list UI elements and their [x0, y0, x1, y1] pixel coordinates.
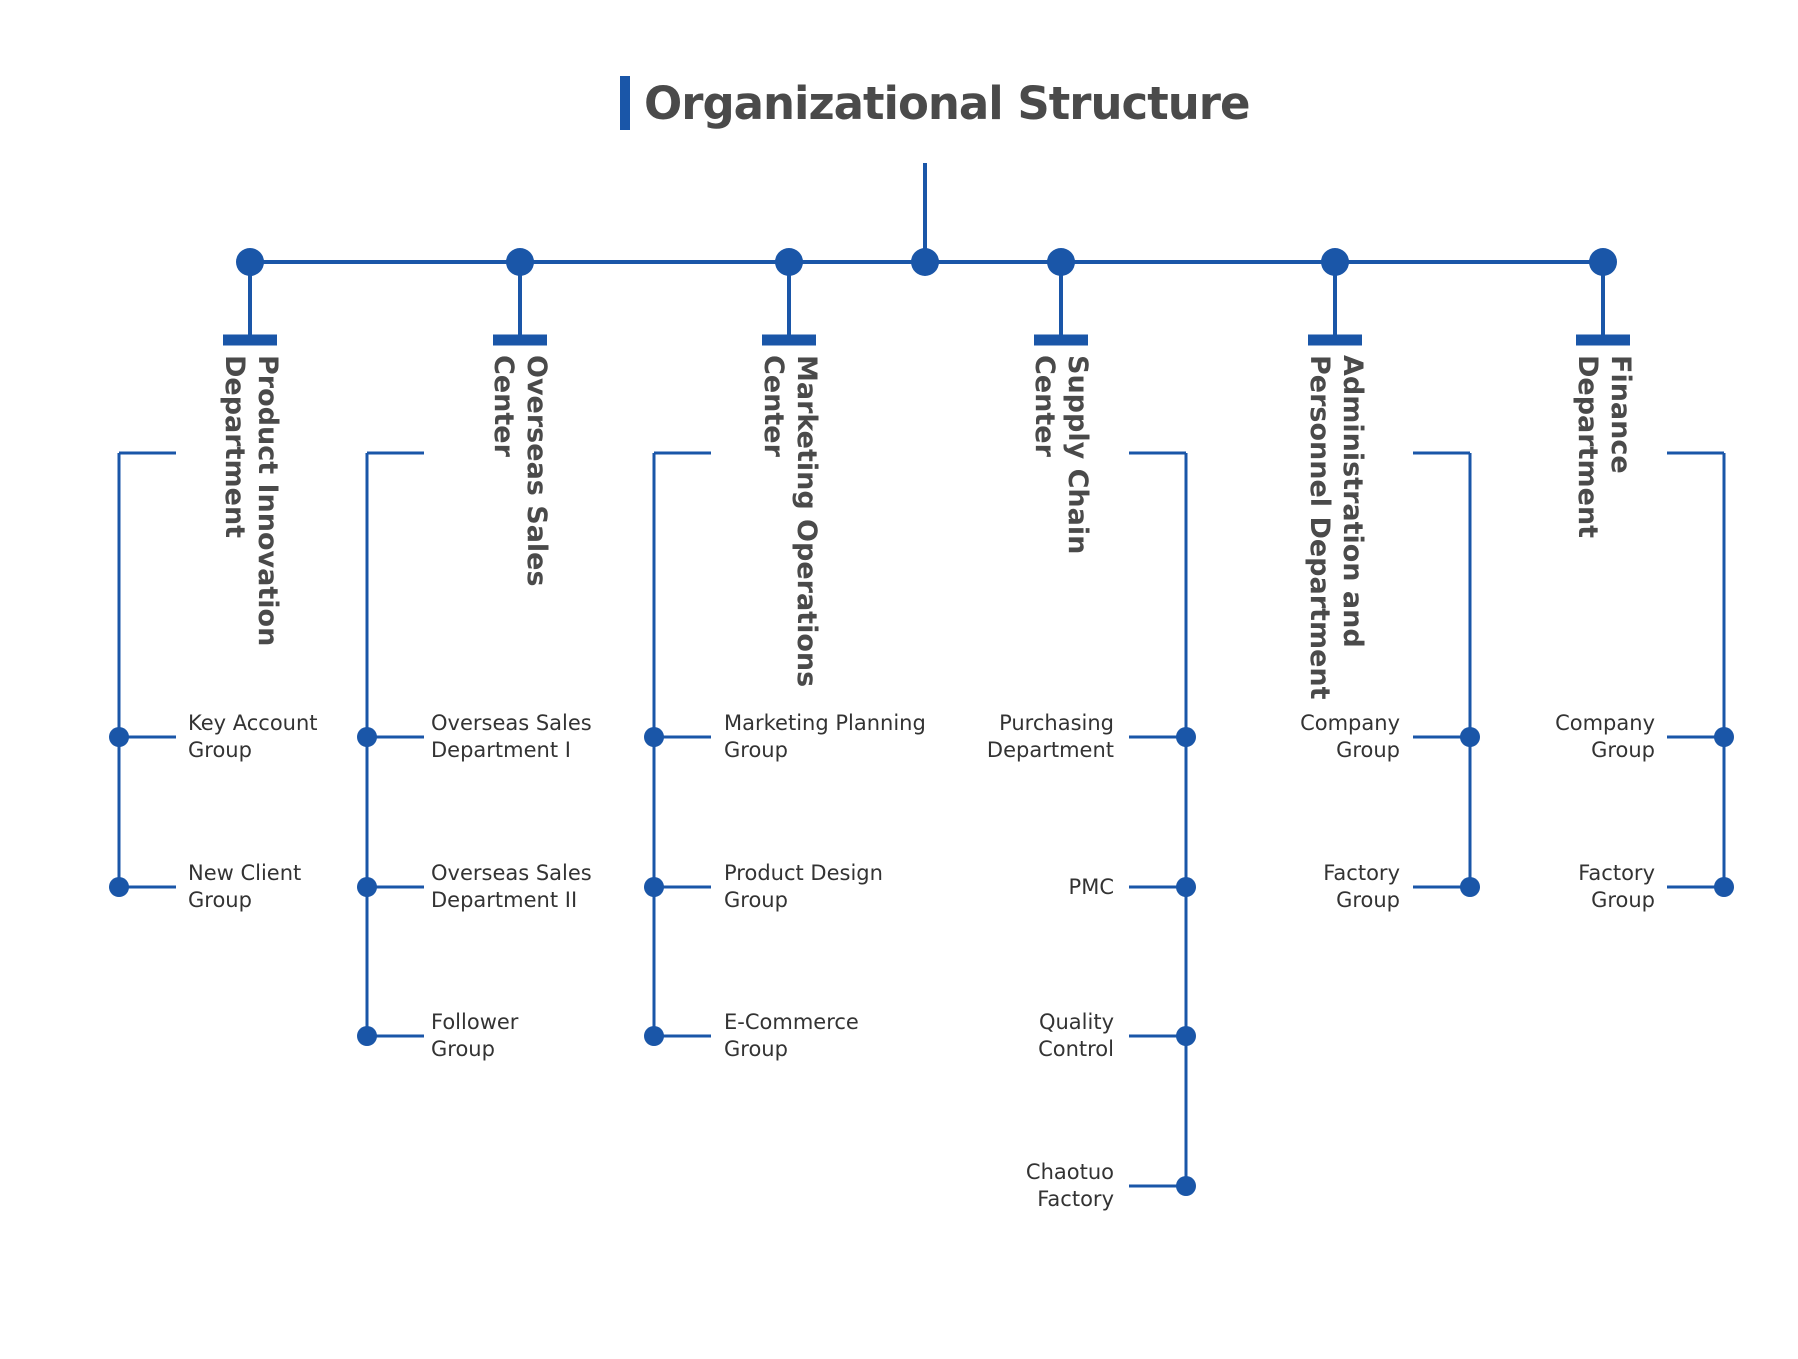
title-text: Organizational Structure	[644, 76, 1250, 130]
group-node-dot	[1176, 1176, 1196, 1196]
root-node-dot	[911, 248, 939, 276]
group-node-dot	[644, 1026, 664, 1046]
group-node-dot	[357, 877, 377, 897]
group-label-line: Group	[431, 1037, 495, 1061]
group-label-line: Follower	[431, 1010, 519, 1034]
group-label-line: Quality	[1038, 1010, 1114, 1034]
group-label-line: Group	[724, 738, 788, 762]
group-node-dot	[644, 727, 664, 747]
group-label-line: Product Design	[724, 861, 883, 885]
group-node-dot	[644, 877, 664, 897]
department-label-line: Department	[1572, 355, 1603, 539]
department-label-line: Administration and	[1337, 355, 1368, 648]
group-label-line: E-Commerce	[724, 1010, 859, 1034]
group-node-dot	[357, 727, 377, 747]
group-node-dot	[109, 877, 129, 897]
group-label-line: Chaotuo	[1025, 1160, 1114, 1184]
group-label-line: Group	[724, 1037, 788, 1061]
group-node-dot	[1714, 877, 1734, 897]
department-label-line: Center	[488, 355, 519, 457]
group-label-line: Group	[188, 888, 252, 912]
group-label-line: Department	[986, 738, 1114, 762]
department-label-line: Product Innovation	[252, 355, 283, 647]
group-label-line: Purchasing	[999, 711, 1114, 735]
group-label-line: Group	[1591, 738, 1655, 762]
page-title: Organizational Structure	[620, 72, 1250, 134]
group-label-line: Department I	[431, 738, 571, 762]
group-node-dot	[1460, 877, 1480, 897]
group-node-dot	[1714, 727, 1734, 747]
group-node-dot	[1460, 727, 1480, 747]
department-label-line: Personnel Department	[1304, 355, 1335, 700]
department-label-line: Center	[1029, 355, 1060, 457]
group-node-dot	[1176, 727, 1196, 747]
department-label-line: Center	[758, 355, 789, 457]
group-label-line: Group	[724, 888, 788, 912]
group-label-line: Overseas Sales	[431, 711, 592, 735]
title-accent-bar	[620, 76, 630, 130]
group-label-line: Company	[1300, 711, 1400, 735]
group-label-line: Factory	[1323, 861, 1400, 885]
group-label-line: Group	[1336, 738, 1400, 762]
group-label-line: Key Account	[188, 711, 318, 735]
group-label-line: Control	[1038, 1037, 1114, 1061]
group-label: PMC	[1069, 874, 1114, 901]
group-label-line: Company	[1555, 711, 1655, 735]
group-label-line: PMC	[1068, 874, 1114, 899]
group-label-line: Group	[188, 738, 252, 762]
department-label-line: Overseas Sales	[521, 355, 552, 587]
group-label-line: New Client	[188, 861, 302, 885]
department-label-line: Finance	[1605, 355, 1636, 474]
group-label-line: Overseas Sales	[431, 861, 592, 885]
group-node-dot	[1176, 877, 1196, 897]
group-label-line: Department II	[431, 888, 578, 912]
group-label-line: Group	[1591, 888, 1655, 912]
group-label-line: Group	[1336, 888, 1400, 912]
department-label-line: Department	[219, 355, 250, 539]
department-label-line: Supply Chain	[1062, 355, 1093, 555]
group-label-line: Factory	[1037, 1187, 1114, 1211]
group-node-dot	[1176, 1026, 1196, 1046]
group-label-line: Factory	[1578, 861, 1655, 885]
department-label-line: Marketing Operations	[791, 355, 822, 688]
group-label-line: Marketing Planning	[724, 711, 926, 735]
group-node-dot	[357, 1026, 377, 1046]
group-node-dot	[109, 727, 129, 747]
